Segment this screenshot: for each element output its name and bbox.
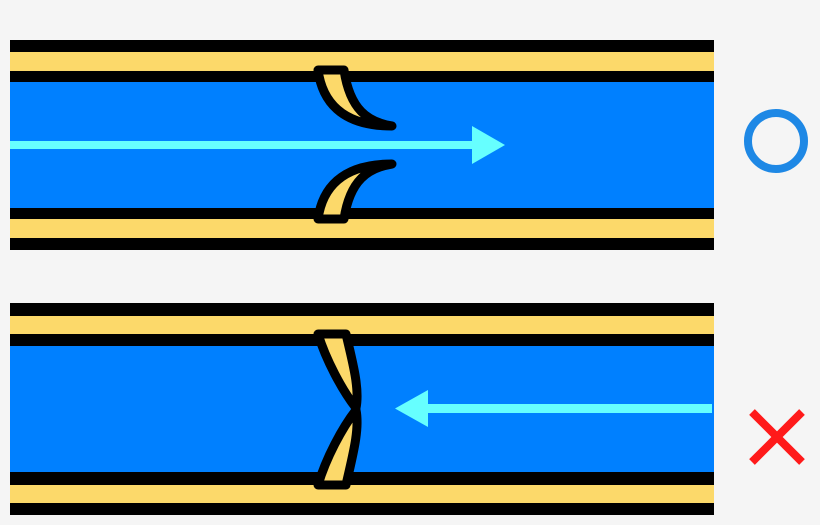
vessel-wall-upper xyxy=(10,52,714,71)
arrow-shaft xyxy=(420,404,712,413)
vessel-wall-lower xyxy=(10,485,714,503)
circle-icon xyxy=(744,109,808,173)
cross-icon xyxy=(749,409,805,465)
cross-stroke-2 xyxy=(749,409,805,465)
arrow-shaft xyxy=(10,141,480,149)
flow-arrow-backward xyxy=(395,390,712,427)
valve-leaflet-lower xyxy=(313,159,397,224)
valve-leaflet-lower xyxy=(313,405,362,490)
panel-valve-open xyxy=(10,40,808,250)
valve-leaflet-upper xyxy=(313,65,397,131)
panel-valve-closed xyxy=(10,303,805,515)
arrow-head-left xyxy=(395,390,428,427)
flow-arrow-forward xyxy=(10,126,505,164)
arrow-head-right xyxy=(472,126,505,164)
vessel-wall-upper xyxy=(10,316,714,334)
vessel-wall-lower xyxy=(10,219,714,238)
